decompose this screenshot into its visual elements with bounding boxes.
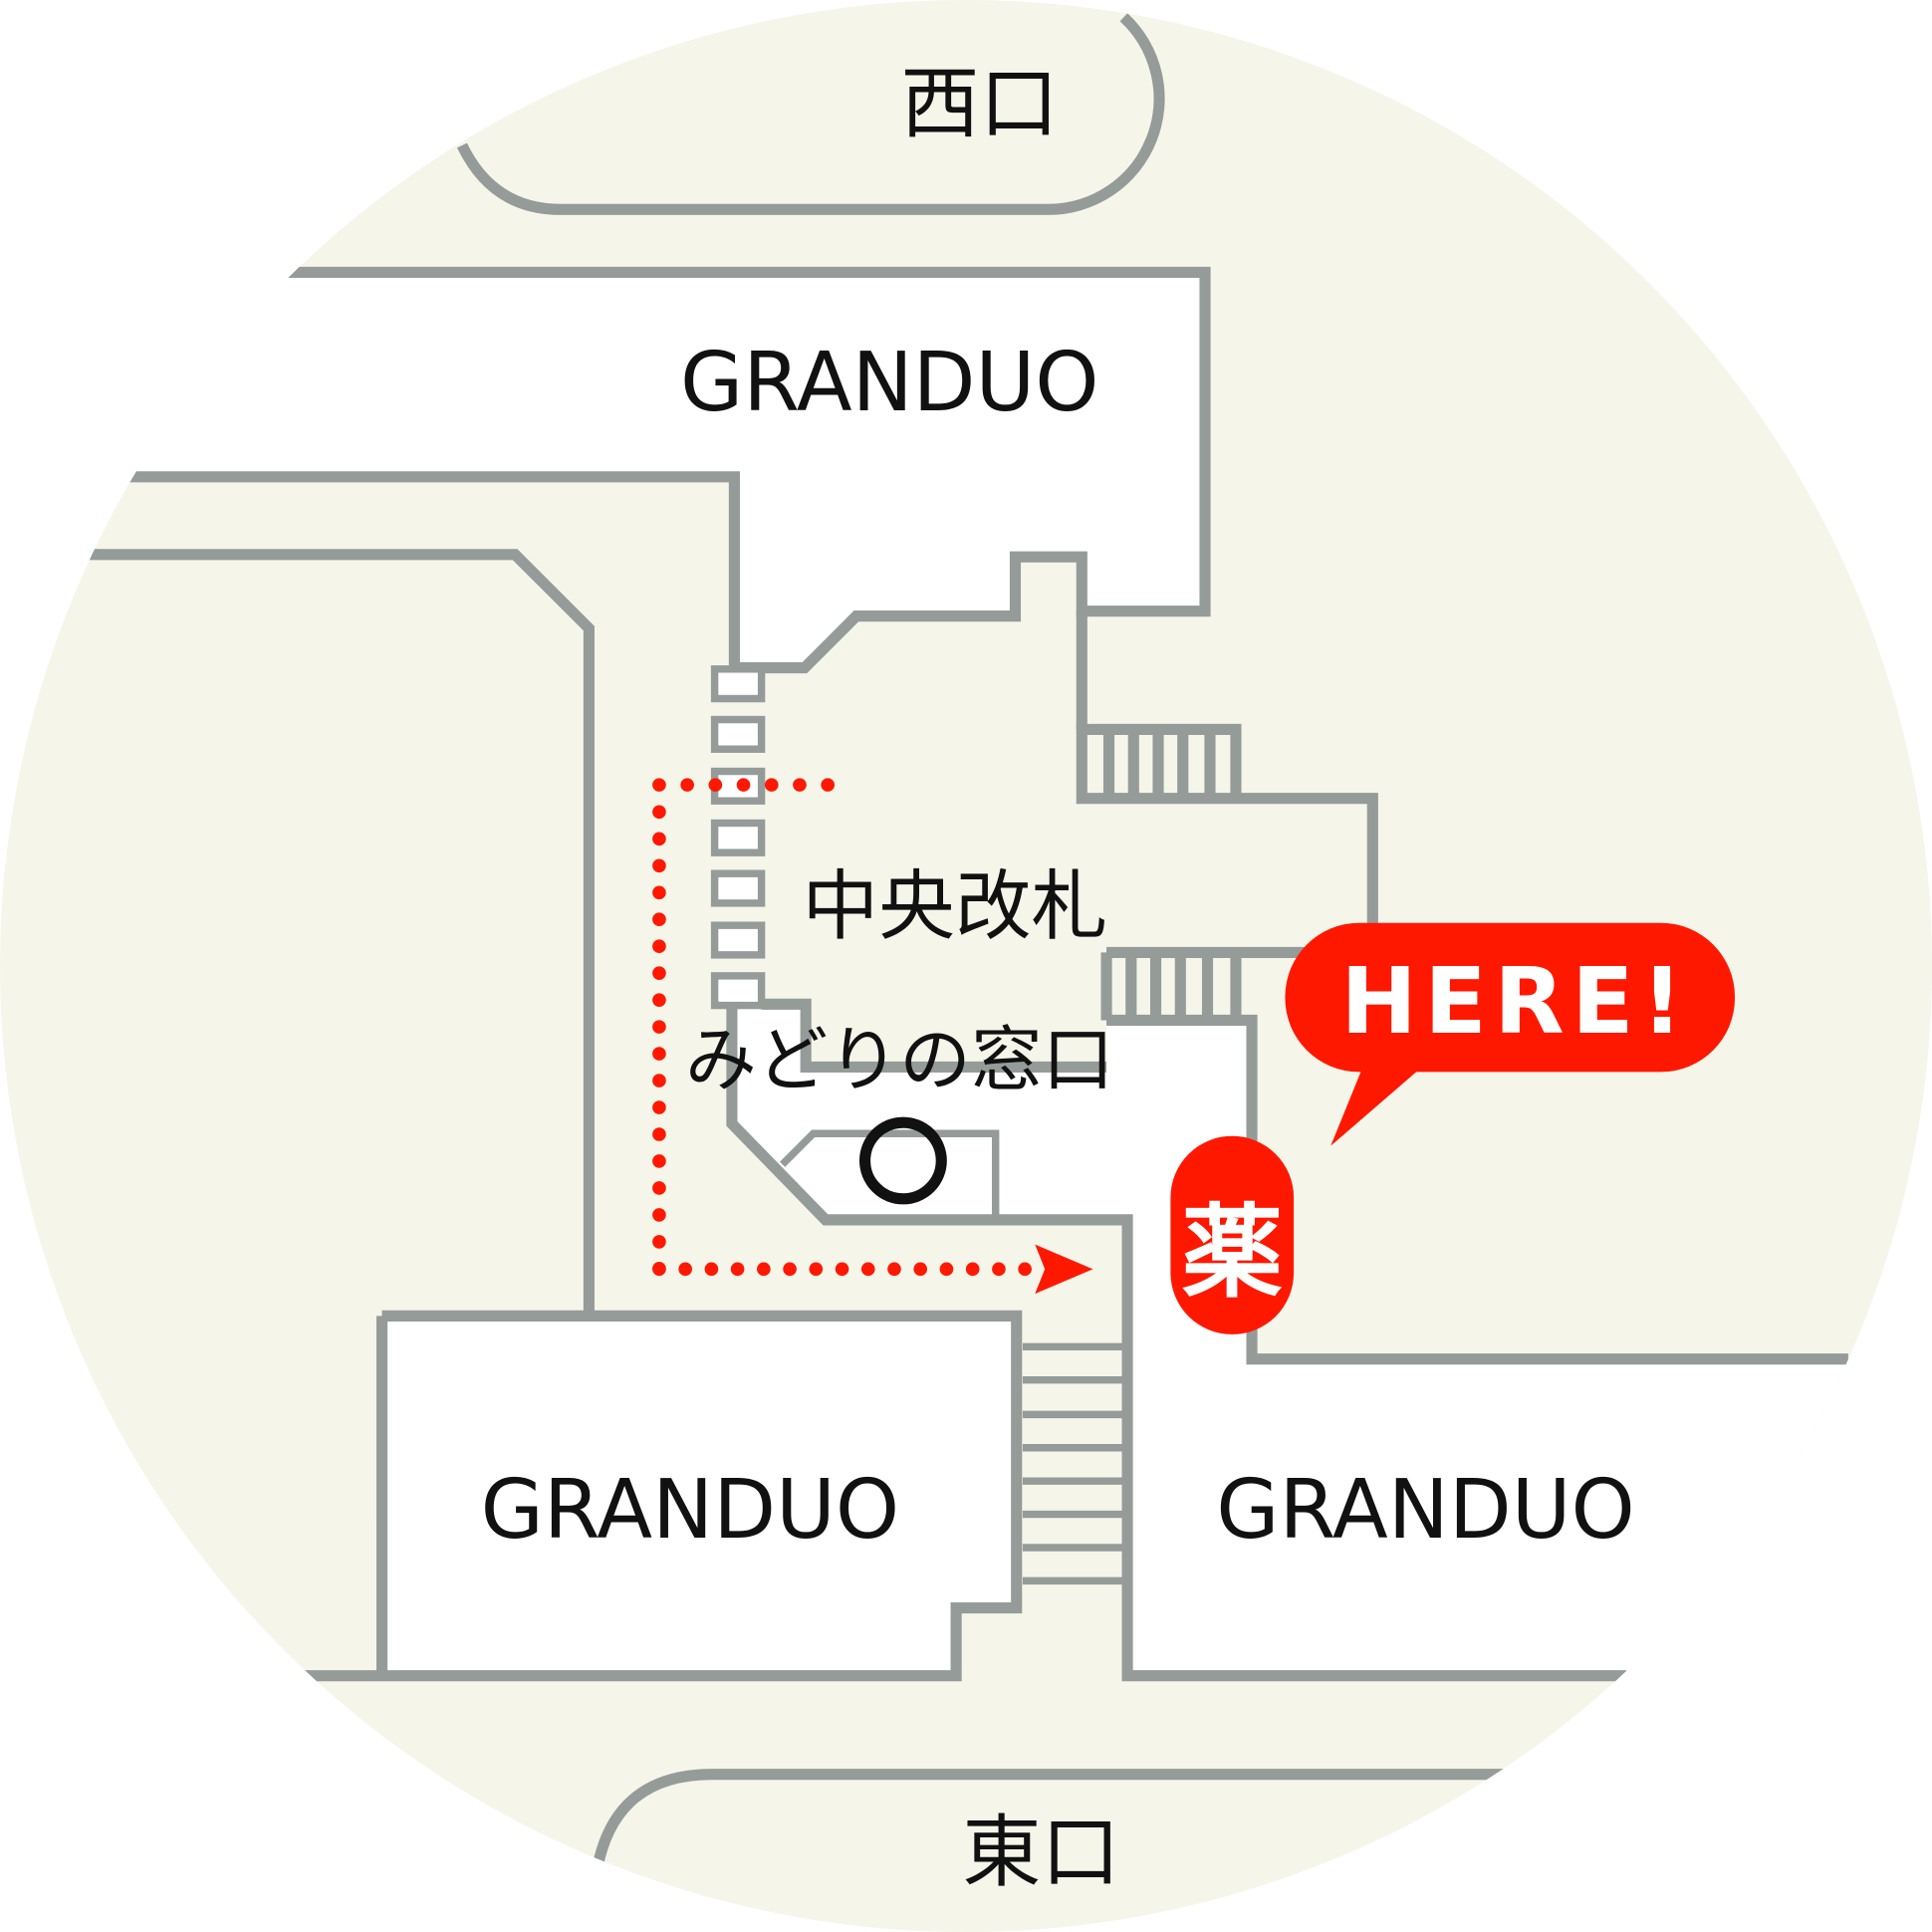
pharmacy-label: 薬 — [1182, 1194, 1283, 1312]
east-exit-label[interactable]: 東口 — [962, 1807, 1119, 1898]
route-dot — [652, 885, 666, 900]
route-dot — [965, 1262, 980, 1277]
ticket-gate — [710, 921, 766, 959]
corridor-wall — [49, 549, 595, 1317]
here-bubble: HERE! — [1285, 922, 1736, 1146]
route-dot — [730, 1262, 745, 1277]
route-dot — [652, 1181, 666, 1195]
route-to-pharmacy — [652, 778, 1032, 1277]
route-dot — [764, 778, 779, 792]
route-dot — [652, 939, 666, 954]
route-dot — [887, 1262, 901, 1277]
ticket-gate — [710, 665, 766, 703]
west-exit-outline — [456, 13, 1165, 215]
granduo-top-area[interactable] — [0, 272, 1206, 668]
stairs-bottom — [1022, 1342, 1124, 1585]
route-dot — [652, 1020, 666, 1034]
ticket-counter — [780, 1129, 1000, 1218]
ticket-gate — [710, 972, 766, 1010]
route-dot — [757, 1262, 771, 1277]
route-dot — [992, 1262, 1006, 1277]
route-dot — [652, 993, 666, 1007]
granduo-bottom-left-area[interactable] — [381, 1316, 1017, 1676]
route-dot — [652, 912, 666, 927]
route-dot — [736, 778, 751, 792]
east-exit-outline — [592, 1769, 1529, 1868]
route-dot — [652, 966, 666, 980]
route-arrowhead-icon — [1035, 1244, 1093, 1295]
route-dot — [860, 1262, 875, 1277]
route-dot — [652, 1100, 666, 1114]
route-dot — [680, 778, 694, 792]
granduo-top-label[interactable]: GRANDUO — [680, 336, 1098, 430]
route-dot — [809, 1262, 824, 1277]
route-dot — [783, 1262, 797, 1277]
route-dot — [652, 1154, 666, 1168]
route-dot — [652, 1127, 666, 1141]
granduo-bottom-left-label[interactable]: GRANDUO — [481, 1463, 899, 1558]
granduo-bottom-right-label[interactable]: GRANDUO — [1216, 1463, 1634, 1558]
route-dot — [704, 1262, 719, 1277]
route-dot — [678, 1262, 692, 1277]
stairs-middle — [1100, 946, 1307, 1021]
route-dot — [652, 805, 666, 820]
route-dot — [652, 1074, 666, 1087]
granduo-top-wall — [74, 266, 1211, 674]
route-dot — [652, 1262, 666, 1277]
route-dot — [652, 858, 666, 873]
granduo-bottom-left-wall — [246, 1310, 1023, 1682]
route-dot — [939, 1262, 954, 1277]
ticket-gates — [710, 665, 766, 1010]
route-dot — [835, 1262, 849, 1277]
route-dot — [913, 1262, 928, 1277]
ticket-office-and-granduo-right-area[interactable] — [731, 1008, 1932, 1676]
circle-icon — [858, 1116, 947, 1205]
stairs-top — [1076, 723, 1378, 958]
ticket-gate — [710, 819, 766, 856]
route-dot — [652, 1208, 666, 1222]
ticket-office-label[interactable]: みどりの窓口 — [685, 1018, 1114, 1101]
concourse-wall — [726, 1008, 1627, 1682]
here-label: HERE! — [1340, 948, 1690, 1055]
route-dot — [1018, 1262, 1032, 1277]
route-dot — [652, 832, 666, 846]
pharmacy-marker[interactable]: 薬 — [1170, 1135, 1295, 1334]
route-dot — [652, 778, 666, 792]
route-dot — [652, 1047, 666, 1061]
route-dot — [821, 778, 835, 792]
ticket-gate — [710, 869, 766, 907]
route-dot — [708, 778, 723, 792]
west-exit-label[interactable]: 西口 — [900, 58, 1058, 149]
route-dot — [652, 1235, 666, 1249]
ticket-gate — [710, 715, 766, 753]
route-dot — [793, 778, 807, 792]
central-gate-label[interactable]: 中央改札 — [802, 863, 1107, 952]
